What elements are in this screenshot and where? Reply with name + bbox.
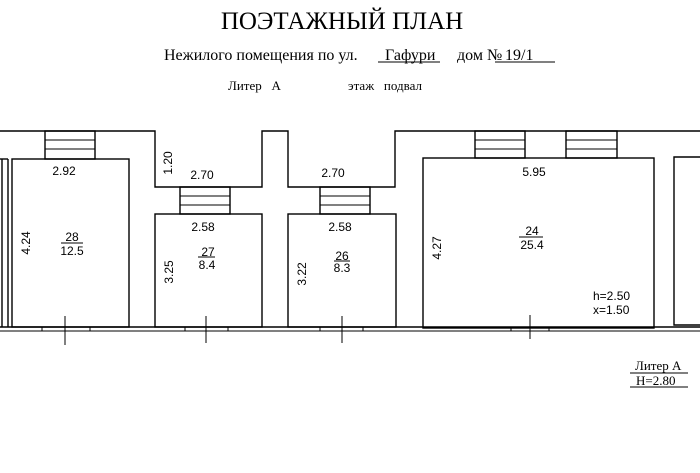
subtitle: Нежилого помещения по ул. Гафури дом № 1… bbox=[164, 47, 555, 64]
niche2-width: 2.70 bbox=[321, 166, 345, 180]
house-prefix: дом № bbox=[457, 47, 502, 64]
room-26-width: 2.58 bbox=[328, 220, 352, 234]
stairs-26 bbox=[319, 186, 371, 215]
stairs-28 bbox=[44, 130, 96, 160]
stairs-24-left bbox=[474, 130, 526, 159]
room-number: 26 bbox=[335, 249, 349, 263]
room-28-length: 4.24 bbox=[19, 231, 33, 255]
subtitle-prefix: Нежилого помещения по ул. bbox=[164, 47, 358, 64]
niche1-width: 2.70 bbox=[190, 168, 214, 182]
stairs-27 bbox=[179, 186, 231, 215]
window-height: h=2.50 bbox=[593, 289, 630, 303]
room-number: 24 bbox=[525, 224, 539, 238]
room-27-length: 3.25 bbox=[162, 260, 176, 284]
room-area: 8.4 bbox=[199, 258, 216, 272]
room-28-width: 2.92 bbox=[52, 164, 76, 178]
window-x: x=1.50 bbox=[593, 303, 630, 317]
stairs-24-right bbox=[565, 130, 618, 159]
room-area: 25.4 bbox=[520, 238, 544, 252]
stamp-height: H=2.80 bbox=[636, 373, 675, 388]
axis-ticks bbox=[41, 315, 550, 345]
floor-label: этаж подвал bbox=[348, 78, 422, 93]
room-area: 12.5 bbox=[60, 244, 84, 258]
niche-depth: 1.20 bbox=[161, 151, 175, 175]
outer-wall bbox=[0, 130, 700, 188]
room-26-label: 26 8.3 bbox=[334, 249, 351, 275]
liter-stamp: Литер А H=2.80 bbox=[630, 358, 688, 388]
street-name: Гафури bbox=[385, 47, 436, 64]
room-area: 8.3 bbox=[334, 261, 351, 275]
liter-label: Литер А bbox=[228, 78, 281, 93]
room-24 bbox=[422, 157, 655, 329]
room-26-length: 3.22 bbox=[295, 262, 309, 286]
room-24-length: 4.27 bbox=[430, 236, 444, 260]
house-number: 19/1 bbox=[505, 47, 533, 64]
room-number: 28 bbox=[65, 230, 79, 244]
plan-title: ПОЭТАЖНЫЙ ПЛАН bbox=[221, 7, 463, 35]
room-27-label: 27 8.4 bbox=[198, 245, 216, 272]
room-27-width: 2.58 bbox=[191, 220, 215, 234]
stamp-liter: Литер А bbox=[635, 358, 682, 373]
room-24-width: 5.95 bbox=[522, 165, 546, 179]
room-number: 27 bbox=[201, 245, 215, 259]
right-wall bbox=[673, 156, 700, 326]
room-24-label: 24 25.4 bbox=[519, 224, 544, 252]
room-28-label: 28 12.5 bbox=[60, 230, 84, 258]
